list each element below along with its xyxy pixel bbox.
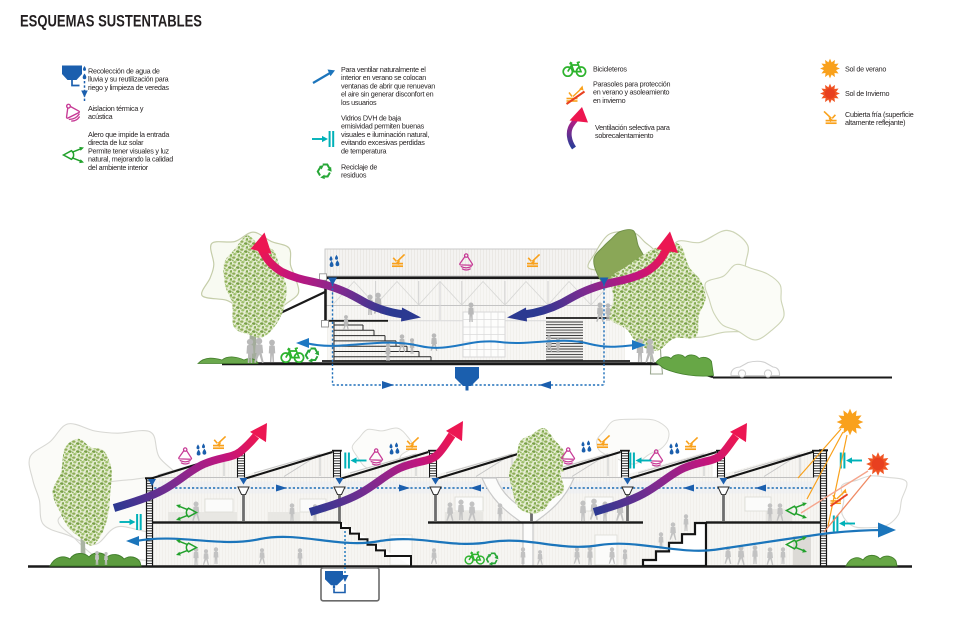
svg-text:Permite tener visuales y luz: Permite tener visuales y luz [88,146,170,155]
svg-text:Vidrios DVH de baja: Vidrios DVH de baja [341,114,401,123]
svg-text:interior en verano se colocan: interior en verano se colocan [341,73,426,82]
svg-text:ventanas de abrir que renuevan: ventanas de abrir que renuevan [341,81,435,90]
svg-text:lluvia y su reutilización para: lluvia y su reutilización para [88,75,169,84]
svg-text:Sol de Invierno: Sol de Invierno [845,89,889,98]
svg-text:Cubierta fría (superficie: Cubierta fría (superficie [845,110,914,119]
svg-text:emisividad permiten buenas: emisividad permiten buenas [341,122,425,131]
svg-text:Recolección de agua de: Recolección de agua de [88,67,160,76]
svg-text:Aislacion térmica y: Aislacion térmica y [88,104,144,113]
svg-text:evitando excesivas perdidas: evitando excesivas perdidas [341,138,425,147]
svg-text:acústica: acústica [88,112,113,121]
svg-text:Parasoles para protección: Parasoles para protección [593,79,671,88]
svg-text:Bicicleteros: Bicicleteros [593,64,627,73]
svg-text:Alero que impide la entrada: Alero que impide la entrada [88,130,169,139]
svg-text:de temperatura: de temperatura [341,146,386,155]
svg-text:del ambiente interior: del ambiente interior [88,163,149,172]
svg-text:Para ventilar naturalmente el: Para ventilar naturalmente el [341,65,426,74]
svg-text:Ventilación selectiva para: Ventilación selectiva para [595,123,670,132]
svg-text:directa de luz solar: directa de luz solar [88,138,144,147]
svg-text:residuos: residuos [341,171,367,180]
svg-text:Reciclaje de: Reciclaje de [341,163,377,172]
svg-text:el aire sin generar disconfort: el aire sin generar disconfort en [341,90,434,99]
svg-text:en invierno: en invierno [593,96,626,105]
svg-text:riego y limpieza de veredas: riego y limpieza de veredas [88,83,169,92]
svg-text:sobrecalentamiento: sobrecalentamiento [595,131,653,140]
svg-text:visuales e iluminación natural: visuales e iluminación natural, [341,130,429,139]
svg-text:natural, mejorando la calidad: natural, mejorando la calidad [88,155,173,164]
svg-text:altamente reflejante): altamente reflejante) [845,118,905,127]
svg-text:ESQUEMAS SUSTENTABLES: ESQUEMAS SUSTENTABLES [20,12,202,31]
svg-text:Sol de verano: Sol de verano [845,65,886,74]
svg-text:en verano y asoleamiento: en verano y asoleamiento [593,88,670,97]
svg-text:los usuarios: los usuarios [341,98,377,107]
